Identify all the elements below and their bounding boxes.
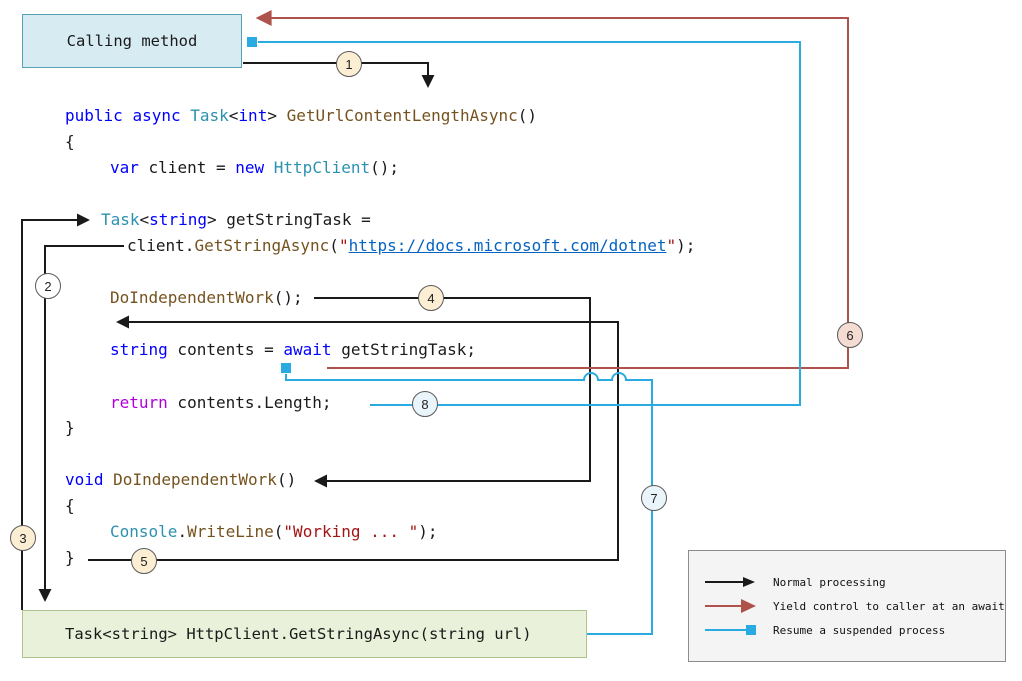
step-marker-4: 4 <box>418 285 444 311</box>
yield-arrow-icon <box>705 599 756 613</box>
legend-label-resume: Resume a suspended process <box>773 623 946 637</box>
step-marker-2: 2 <box>35 273 61 299</box>
code-line-open-brace: { <box>65 132 75 151</box>
legend-row-resume: Resume a suspended process <box>703 623 1005 637</box>
resume-square-caller <box>247 37 257 47</box>
step-marker-3: 3 <box>10 525 36 551</box>
code-line-getstringasync-call: client.GetStringAsync("https://docs.micr… <box>127 236 696 255</box>
step-marker-1: 1 <box>336 51 362 77</box>
code-line-close-brace-2: } <box>65 548 75 567</box>
arrow-step7-resume-await <box>285 372 653 635</box>
step-marker-7: 7 <box>641 485 667 511</box>
code-line-new-httpclient: var client = new HttpClient(); <box>110 158 400 177</box>
code-line-doindependentwork-call: DoIndependentWork(); <box>110 288 303 307</box>
code-line-doindependentwork-signature: void DoIndependentWork() <box>65 470 297 489</box>
resume-line-icon <box>705 625 756 635</box>
code-line-await: string contents = await getStringTask; <box>110 340 477 359</box>
step-marker-5: 5 <box>131 548 157 574</box>
legend-label-yield: Yield control to caller at an await <box>773 599 1005 613</box>
code-line-close-brace: } <box>65 418 75 437</box>
legend-row-yield: Yield control to caller at an await <box>703 598 1005 614</box>
calling-method-box: Calling method <box>22 14 242 68</box>
code-line-console-writeline: Console.WriteLine("Working ... "); <box>110 522 438 541</box>
code-line-task-declaration: Task<string> getStringTask = <box>101 210 371 229</box>
normal-arrow-icon <box>705 577 755 587</box>
arrow-step4-call-doindependentwork <box>314 297 591 488</box>
code-line-return: return contents.Length; <box>110 393 332 412</box>
getstringasync-box: Task<string> HttpClient.GetStringAsync(s… <box>22 610 587 658</box>
step-marker-8: 8 <box>412 391 438 417</box>
step-marker-6: 6 <box>837 322 863 348</box>
calling-method-label: Calling method <box>66 32 198 50</box>
legend: Normal processing Yield control to calle… <box>688 550 1006 662</box>
legend-label-normal: Normal processing <box>773 575 886 589</box>
code-line-method-signature: public async Task<int> GetUrlContentLeng… <box>65 106 538 125</box>
code-line-open-brace-2: { <box>65 496 75 515</box>
getstringasync-label: Task<string> HttpClient.GetStringAsync(s… <box>65 625 532 643</box>
resume-square-await <box>281 363 291 373</box>
legend-row-normal: Normal processing <box>703 575 1005 589</box>
